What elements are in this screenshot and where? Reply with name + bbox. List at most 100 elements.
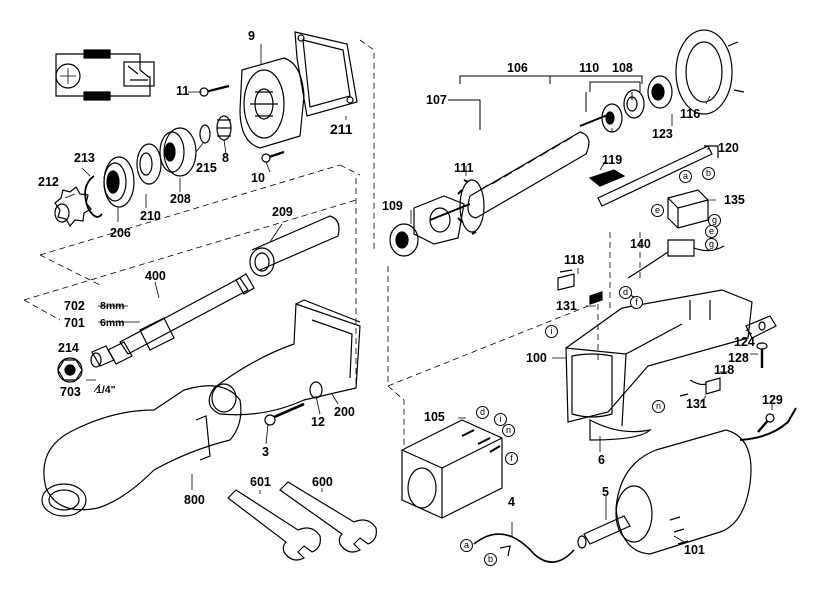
bracket-lines-armature [448, 75, 643, 130]
part-118-brush-holder-bottom [705, 377, 721, 395]
wire-letter-b-cable: b [484, 553, 497, 566]
part-109-bearing [389, 223, 419, 257]
part-119-switch-button [588, 169, 626, 187]
wire-letter-i-housing: i [545, 325, 558, 338]
part-105-field-coil [401, 419, 503, 519]
label-part-106: 106 [507, 61, 528, 75]
label-part-120: 120 [718, 141, 739, 155]
wire-letter-f-coil: f [505, 452, 518, 465]
label-part-124: 124 [734, 335, 755, 349]
label-size-703: 1/4" [96, 384, 116, 396]
part-111-baffle-plate [413, 195, 465, 245]
wire-letter-f-housing: f [630, 296, 643, 309]
part-135-switch [667, 189, 709, 229]
part-400-spindle [107, 273, 255, 365]
label-part-701: 701 [64, 316, 85, 330]
label-part-100: 100 [526, 351, 547, 365]
label-part-208: 208 [170, 192, 191, 206]
label-part-131-top: 131 [556, 299, 577, 313]
wire-letter-b: b [702, 167, 715, 180]
label-part-601: 601 [250, 475, 271, 489]
wrench-600 [279, 481, 377, 553]
label-part-209: 209 [272, 205, 293, 219]
label-part-211: 211 [330, 121, 353, 137]
dashed-guide-lines-left [23, 39, 375, 388]
part-116-fan-baffle [675, 29, 745, 115]
label-part-212: 212 [38, 175, 59, 189]
label-part-3: 3 [262, 445, 269, 459]
part-124-clamp [745, 315, 777, 339]
part-128-screw [756, 342, 768, 368]
label-part-213: 213 [74, 151, 95, 165]
label-part-215: 215 [196, 161, 217, 175]
label-part-6: 6 [598, 453, 605, 467]
wire-letter-i-coil: i [494, 413, 507, 426]
part-800-protective-grip [41, 385, 242, 517]
label-part-110: 110 [579, 61, 600, 75]
part-3-screw [264, 402, 305, 426]
part-215-washer [199, 124, 211, 144]
leader-lines [64, 44, 773, 543]
part-211-rear-cover [294, 31, 358, 117]
part-12-washer [309, 381, 323, 399]
label-part-116: 116 [680, 107, 701, 121]
label-part-10: 10 [251, 171, 265, 185]
part-703-collet [90, 345, 115, 368]
label-part-400: 400 [145, 269, 166, 283]
wire-letter-d-housing: d [619, 286, 632, 299]
label-part-4: 4 [508, 495, 515, 509]
label-part-8: 8 [222, 151, 229, 165]
label-part-9: 9 [248, 29, 255, 43]
label-part-200: 200 [334, 405, 355, 419]
label-part-109: 109 [382, 199, 403, 213]
part-214-collet-nut [57, 357, 83, 383]
part-129-screw [757, 413, 775, 433]
dashed-guide-lines-right [387, 232, 641, 446]
label-part-210: 210 [140, 209, 161, 223]
part-9-bearing-flange [239, 57, 305, 149]
label-part-214: 214 [58, 341, 79, 355]
label-size-702: 8mm [100, 300, 125, 312]
wire-letter-a: a [679, 170, 692, 183]
wire-letter-d-coil: d [476, 406, 489, 419]
part-5-cable-sleeve [577, 515, 631, 549]
label-part-800: 800 [184, 493, 205, 507]
part-131-carbon-brush-bottom [679, 379, 707, 397]
label-part-118-top: 118 [564, 253, 585, 267]
label-part-129: 129 [762, 393, 783, 407]
part-8-gear [216, 115, 232, 141]
part-118-brush-holder-top [557, 269, 575, 291]
part-6-cable-guide [589, 419, 652, 441]
label-part-128: 128 [728, 351, 749, 365]
wire-letter-e-capacitor: e [705, 225, 718, 238]
part-4-power-cable [473, 533, 575, 563]
label-part-118-bottom: 118 [714, 363, 735, 377]
label-part-105: 105 [424, 410, 445, 424]
part-10-screw [261, 150, 285, 163]
part-110-bearing [601, 103, 623, 133]
wire-letter-g-capacitor: g [705, 238, 718, 251]
label-part-107: 107 [426, 93, 447, 107]
part-213-circlip [84, 175, 103, 218]
label-part-11: 11 [176, 84, 190, 98]
label-part-101: 101 [684, 543, 705, 557]
label-part-119: 119 [602, 153, 623, 167]
label-part-135: 135 [724, 193, 745, 207]
part-210-ring [136, 143, 162, 185]
part-212-star-washer [54, 186, 92, 228]
label-part-702: 702 [64, 299, 85, 313]
part-108-ring [623, 89, 645, 119]
label-size-701: 6mm [100, 317, 125, 329]
label-part-108: 108 [612, 61, 633, 75]
part-208-bearing-seat [159, 127, 197, 177]
label-part-123: 123 [652, 127, 673, 141]
part-101-motor-cover [615, 407, 797, 555]
wire-letter-n-housing: n [652, 400, 665, 413]
wire-letter-n-coil: n [502, 424, 515, 437]
part-200-spindle-housing [208, 299, 361, 416]
part-123-bearing [647, 75, 673, 109]
part-209-spindle-sleeve [249, 215, 340, 277]
circuit-schematic [55, 49, 155, 101]
